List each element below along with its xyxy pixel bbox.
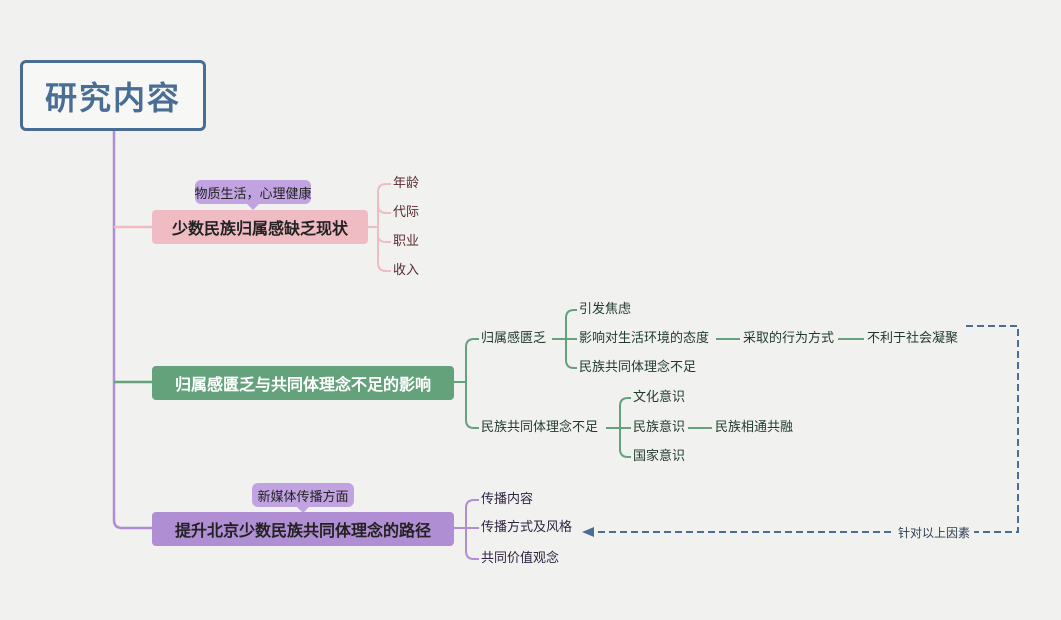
branch-3-label: 提升北京少数民族共同体理念的路径 bbox=[174, 521, 431, 540]
leaf-occupation[interactable]: 职业 bbox=[391, 234, 422, 250]
leaf-cohesion[interactable]: 不利于社会凝聚 bbox=[865, 331, 961, 347]
root-topic-label: 研究内容 bbox=[44, 78, 181, 117]
leaf-national-awareness[interactable]: 国家意识 bbox=[631, 449, 688, 465]
leaf-attitude[interactable]: 影响对生活环境的态度 bbox=[577, 331, 712, 347]
leaf-behavior[interactable]: 采取的行为方式 bbox=[741, 331, 837, 347]
branch-2-topic[interactable]: 归属感匮乏与共同体理念不足的影响 bbox=[152, 366, 454, 400]
leaf-age[interactable]: 年龄 bbox=[391, 176, 422, 192]
leaf-generation[interactable]: 代际 bbox=[391, 205, 422, 221]
leaf-anxiety[interactable]: 引发焦虑 bbox=[577, 302, 634, 318]
leaf-ethnic-awareness[interactable]: 民族意识 bbox=[631, 420, 688, 436]
leaf-content[interactable]: 传播内容 bbox=[479, 492, 536, 508]
branch-3-topic[interactable]: 提升北京少数民族共同体理念的路径 bbox=[152, 512, 454, 546]
leaf-ethnic-integration[interactable]: 民族相通共融 bbox=[713, 420, 796, 436]
relation-label[interactable]: 针对以上因素 bbox=[894, 524, 975, 541]
branch-1-topic[interactable]: 少数民族归属感缺乏现状 bbox=[152, 210, 368, 244]
leaf-income[interactable]: 收入 bbox=[391, 263, 422, 279]
subtopic-community-lack[interactable]: 民族共同体理念不足 bbox=[479, 420, 601, 436]
leaf-values[interactable]: 共同价值观念 bbox=[479, 551, 562, 567]
branch-1-label: 少数民族归属感缺乏现状 bbox=[171, 219, 348, 238]
leaf-style[interactable]: 传播方式及风格 bbox=[479, 520, 575, 536]
subtopic-belonging-lack[interactable]: 归属感匮乏 bbox=[479, 331, 549, 347]
root-topic[interactable]: 研究内容 bbox=[20, 60, 206, 131]
branch-3-note: 新媒体传播方面 bbox=[252, 483, 354, 513]
leaf-cultural-awareness[interactable]: 文化意识 bbox=[631, 390, 688, 406]
branch-2-label: 归属感匮乏与共同体理念不足的影响 bbox=[174, 375, 431, 394]
branch-1-note: 物质生活，心理健康 bbox=[195, 180, 312, 210]
leaf-community-lack-a[interactable]: 民族共同体理念不足 bbox=[577, 360, 699, 376]
